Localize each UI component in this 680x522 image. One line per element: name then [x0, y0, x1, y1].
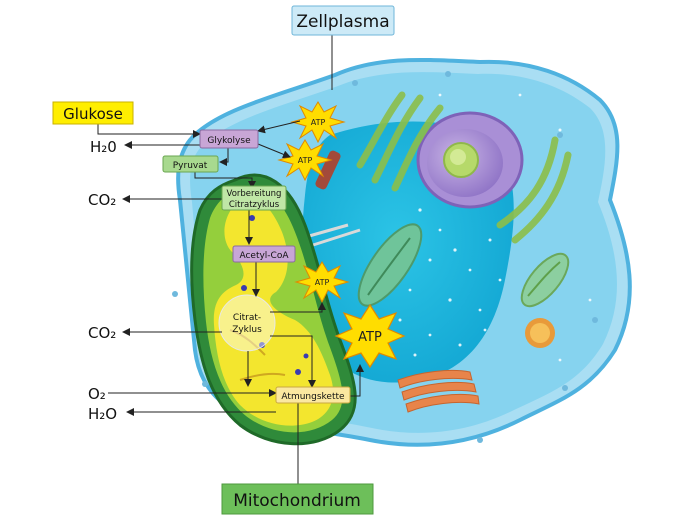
mitochondrium-box — [221, 483, 374, 515]
small-mitochondrion — [520, 252, 570, 308]
citrat-label-2: Zyklus — [232, 325, 262, 335]
acetyl-coa-label: Acetyl-CoA — [239, 251, 289, 261]
h2o-top-label: H₂0 — [90, 138, 117, 156]
atmungskette-box — [275, 386, 351, 404]
atp-label-3: ATP — [315, 278, 330, 287]
middle-mitochondrion — [357, 223, 423, 307]
h2o-bottom-label: H₂O — [88, 405, 117, 423]
atp-label-large: ATP — [358, 330, 382, 345]
vorbereitung-label-1: Vorbereitung — [227, 189, 282, 199]
endoplasmic-reticulum — [356, 91, 572, 244]
atp-label-1: ATP — [311, 118, 326, 127]
atp-star-1: ATP — [290, 101, 346, 144]
citrat-label-1: Citrat- — [233, 313, 261, 323]
pyruvat-label: Pyruvat — [173, 161, 208, 171]
o2-label: O₂ — [88, 385, 106, 403]
glykolyse-label: Glykolyse — [207, 136, 251, 146]
zellplasma-label: Zellplasma — [296, 12, 389, 32]
pyruvat-box — [162, 155, 219, 173]
zellplasma-box — [291, 5, 395, 36]
golgi-apparatus — [397, 369, 480, 413]
glykolyse-box — [199, 129, 259, 149]
arrows — [97, 35, 364, 484]
co2-lower-label: CO₂ — [88, 324, 116, 342]
glukose-box — [52, 101, 134, 125]
citratzyklus-circle — [218, 294, 276, 352]
membrane-vesicles — [172, 71, 598, 443]
atp-label-2: ATP — [298, 156, 313, 165]
atmungskette-label: Atmungskette — [281, 392, 345, 402]
glukose-label: Glukose — [63, 105, 123, 123]
acetyl-coa-box — [232, 245, 296, 263]
co2-upper-label: CO₂ — [88, 191, 116, 209]
atp-star-large: ATP — [334, 303, 406, 369]
atp-star-2: ATP — [277, 139, 333, 182]
mitochondrium-label: Mitochondrium — [233, 491, 361, 511]
lysosome — [525, 318, 555, 348]
cell-nucleus — [416, 111, 524, 209]
vorbereitung-label-2: Citratzyklus — [229, 200, 280, 210]
vorbereitung-box — [221, 185, 287, 211]
